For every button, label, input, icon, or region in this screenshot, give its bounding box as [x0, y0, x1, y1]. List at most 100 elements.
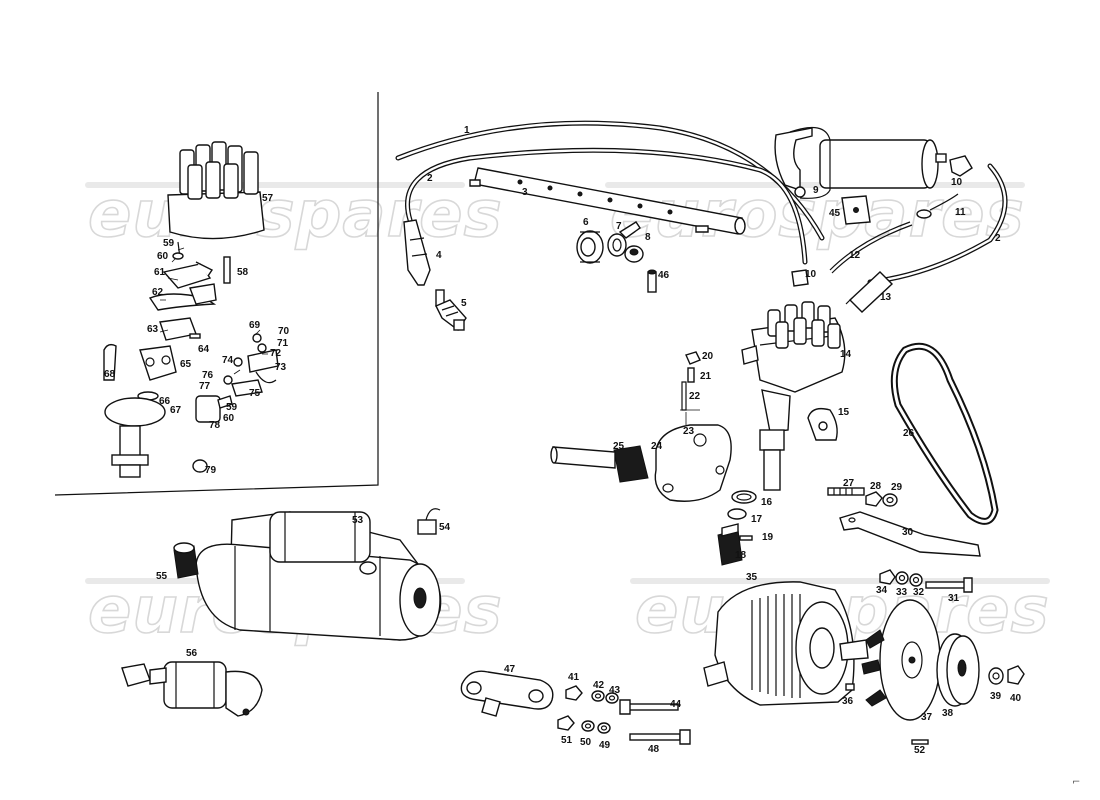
- callout-59: 59: [163, 238, 175, 249]
- callout-69: 69: [249, 320, 261, 331]
- inset-border: [54, 92, 379, 496]
- bracket-30: [839, 511, 981, 557]
- callouts: 1 2 3 4 5 6 7 8 9 10 11 12 13 14 15 16 1…: [104, 125, 1022, 756]
- callout-23: 23: [683, 426, 695, 437]
- callout-3: 3: [522, 187, 528, 198]
- callout-68: 68: [104, 369, 116, 380]
- callout-38: 38: [942, 708, 954, 719]
- callout-45: 45: [829, 208, 841, 219]
- callout-20: 20: [702, 351, 714, 362]
- callout-33: 33: [896, 587, 908, 598]
- cable-carrier-tube: [469, 167, 746, 235]
- link-47: [460, 670, 554, 717]
- callout-58: 58: [237, 267, 249, 278]
- callout-32: 32: [913, 587, 925, 598]
- ht-cable-2: [405, 147, 808, 265]
- leader-lines: [159, 247, 687, 425]
- callout-26: 26: [903, 428, 915, 439]
- callout-18: 18: [735, 550, 747, 561]
- stud-21: [687, 367, 695, 383]
- callout-25: 25: [613, 441, 625, 452]
- callout-19: 19: [762, 532, 774, 543]
- callout-9: 9: [813, 185, 819, 196]
- callout-40: 40: [1010, 693, 1022, 704]
- clip-68: [103, 343, 117, 381]
- callout-27: 27: [843, 478, 855, 489]
- callout-29: 29: [891, 482, 903, 493]
- callout-67: 67: [170, 405, 182, 416]
- washer-29: [882, 493, 898, 507]
- callout-1: 1: [464, 125, 470, 136]
- callout-55: 55: [156, 571, 168, 582]
- nut-28: [865, 491, 883, 507]
- washer-42: [591, 690, 605, 702]
- callout-74: 74: [222, 355, 234, 366]
- callout-72: 72: [270, 348, 282, 359]
- callout-15: 15: [838, 407, 850, 418]
- callout-4: 4: [436, 250, 442, 261]
- pinion-55: [173, 542, 199, 579]
- callout-36: 36: [842, 696, 854, 707]
- callout-35: 35: [746, 572, 758, 583]
- washer-49: [597, 722, 611, 734]
- callout-11: 11: [955, 207, 966, 218]
- callout-37: 37: [921, 712, 933, 723]
- cap-79: [192, 459, 208, 473]
- callout-8: 8: [645, 232, 651, 243]
- clip: [607, 221, 641, 257]
- spring-58: [223, 256, 231, 284]
- callout-7: 7: [616, 221, 622, 232]
- watermark-text-1: eurospares: [88, 178, 503, 252]
- callout-51: 51: [561, 735, 573, 746]
- pin-19: [739, 535, 753, 541]
- callout-14: 14: [840, 349, 852, 360]
- callout-28: 28: [870, 481, 882, 492]
- callout-63: 63: [147, 324, 159, 335]
- pad-45: [841, 195, 871, 225]
- callout-39: 39: [990, 691, 1002, 702]
- brush-54: [417, 508, 441, 535]
- callout-61: 61: [154, 267, 166, 278]
- callout-50: 50: [580, 737, 592, 748]
- callout-54: 54: [439, 522, 451, 533]
- washer-43: [605, 692, 619, 704]
- nut-34: [879, 569, 896, 585]
- callout-5: 5: [461, 298, 467, 309]
- condenser-78: [195, 395, 233, 423]
- callout-10: 10: [951, 177, 963, 188]
- callout-70: 70: [278, 326, 290, 337]
- solenoid-56: [121, 661, 263, 717]
- callout-17: 17: [751, 514, 763, 525]
- lead-12: [829, 221, 913, 274]
- callout-77: 77: [199, 381, 211, 392]
- callout-2: 2: [427, 173, 433, 184]
- callout-31: 31: [948, 593, 960, 604]
- nut-20: [685, 351, 701, 365]
- nut-40: [1007, 665, 1025, 685]
- distributor-14: [741, 301, 846, 491]
- callout-41: 41: [568, 672, 580, 683]
- washer-32: [909, 573, 923, 587]
- callout-10-lower: 10: [805, 269, 817, 280]
- belt-26: [890, 342, 999, 525]
- bolt-48: [629, 729, 691, 745]
- rotor-61: [162, 261, 214, 289]
- gear-24: [613, 445, 649, 483]
- callout-78: 78: [209, 420, 221, 431]
- callout-46: 46: [658, 270, 670, 281]
- contact-set-70-73: [247, 333, 279, 384]
- washer-17: [727, 508, 747, 520]
- ignition-coil: [774, 126, 947, 199]
- callout-56: 56: [186, 648, 198, 659]
- bush: [624, 245, 644, 263]
- seal-16: [731, 490, 757, 504]
- plug-10b: [791, 269, 809, 287]
- callout-43: 43: [609, 685, 621, 696]
- drive-housing-23: [654, 424, 732, 502]
- bolt-31: [925, 577, 973, 593]
- callout-60-lower: 60: [223, 413, 235, 424]
- callout-6: 6: [583, 217, 589, 228]
- callout-2-right: 2: [995, 233, 1001, 244]
- bolt-44: [619, 699, 679, 715]
